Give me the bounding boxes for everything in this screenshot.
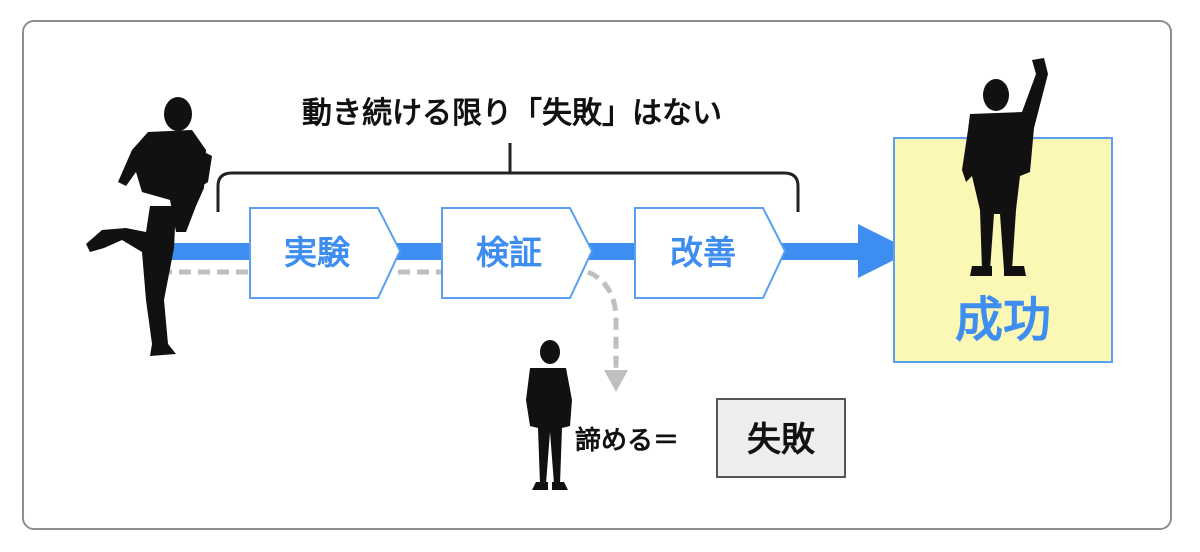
victorious-businessman-icon — [962, 58, 1048, 276]
step-improvement-shape — [634, 207, 787, 299]
step-experiment-shape — [249, 207, 402, 299]
failure-box-fill — [716, 398, 846, 478]
diagram-heading: 動き続ける限り「失敗」はない — [302, 96, 722, 131]
bracket — [216, 171, 800, 212]
failure-box: 失敗 — [716, 398, 846, 478]
giveup-label: 諦める＝ — [575, 425, 679, 456]
step-improvement-label: 改善 — [670, 233, 736, 272]
step-improvement: 改善 — [634, 207, 787, 299]
giveup-arrow-head — [604, 370, 628, 392]
failure-label: 失敗 — [747, 420, 816, 460]
step-verification: 検証 — [441, 207, 594, 299]
step-experiment-label: 実験 — [284, 233, 351, 272]
success-label: 成功 — [955, 292, 1051, 348]
running-businessman-icon — [86, 97, 212, 356]
main-arrow-head — [858, 224, 912, 278]
giveup-dashed-path — [160, 269, 619, 370]
step-verification-label: 検証 — [476, 233, 542, 272]
step-experiment: 実験 — [249, 207, 402, 299]
step-verification-shape — [441, 207, 594, 299]
dejected-businessman-icon — [526, 340, 572, 490]
